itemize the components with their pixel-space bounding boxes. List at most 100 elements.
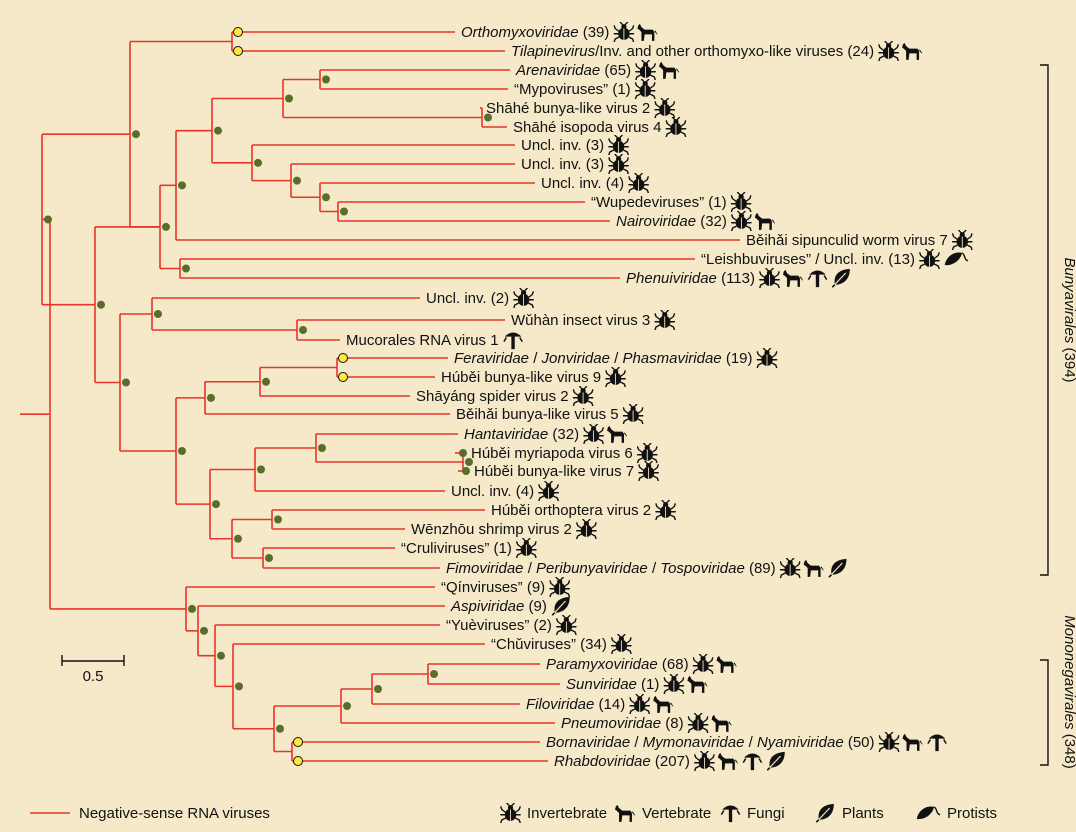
- tree-node: [285, 94, 293, 103]
- taxon-name: Mucorales RNA virus 1: [346, 332, 499, 349]
- taxon-label: Běihǎi sipunculid worm virus 7: [746, 230, 973, 250]
- bug-icon: [694, 751, 715, 771]
- tree-node: [200, 626, 208, 635]
- dog-icon: [716, 655, 737, 673]
- tree-node: [207, 393, 215, 402]
- taxon-name-part: Shāhé bunya-like virus 2: [486, 100, 650, 117]
- legend-host-label: Invertebrate: [527, 805, 607, 822]
- tip-node: [462, 467, 470, 475]
- tree-node: [182, 264, 190, 273]
- tree-node: [178, 447, 186, 455]
- tree-node: [318, 444, 326, 452]
- taxon-label: Orthomyxoviridae (39): [461, 22, 658, 42]
- taxon-name: Wǔhàn insect virus 3: [511, 312, 650, 329]
- taxon-name: Nairoviridae (32): [616, 213, 727, 230]
- tip-node: [459, 449, 467, 457]
- bug-icon: [636, 443, 658, 463]
- taxon-label: “Qínviruses” (9): [441, 577, 571, 597]
- taxon-name: “Yuèviruses” (2): [446, 617, 552, 634]
- leaf-icon: [815, 803, 835, 823]
- taxon-name: “Qínviruses” (9): [441, 579, 545, 596]
- dog-icon: [803, 559, 824, 577]
- tree-node: [254, 158, 262, 167]
- taxon-name: Filoviridae (14): [526, 696, 625, 713]
- taxon-label: Uncl. inv. (4): [451, 481, 559, 501]
- taxon-label: Húběi orthoptera virus 2: [491, 500, 676, 520]
- taxon-name-part: Sunviridae: [566, 676, 637, 693]
- taxon-name-part: /: [630, 734, 643, 751]
- taxon-name: Sunviridae (1): [566, 676, 659, 693]
- bug-icon: [756, 348, 778, 368]
- taxon-name: “Leishbuviruses” / Uncl. inv. (13): [701, 251, 915, 268]
- taxon-name-part: Uncl. inv. (3): [521, 156, 604, 173]
- taxon-name-part: Aspiviridae: [450, 598, 524, 615]
- mononegavirales-bracket: [1040, 659, 1049, 766]
- bug-icon: [687, 713, 709, 733]
- bug-icon: [665, 117, 687, 137]
- tree-node: [262, 377, 270, 386]
- mushroom-icon: [927, 733, 947, 752]
- taxon-name-part: “Mypoviruses” (1): [514, 81, 631, 98]
- taxon-name-part: (32): [696, 213, 727, 230]
- bug-icon: [549, 577, 571, 597]
- bug-icon: [951, 230, 973, 250]
- taxon-name-part: /: [610, 350, 623, 367]
- taxon-name: “Mypoviruses” (1): [514, 81, 631, 98]
- tree-nodes: [44, 27, 492, 766]
- taxon-label: “Cruliviruses” (1): [401, 538, 537, 558]
- dog-icon: [607, 425, 628, 443]
- taxon-label: Sunviridae (1): [566, 674, 708, 694]
- taxon-labels: Orthomyxoviridae (39)Tilapinevirus/Inv. …: [346, 22, 973, 771]
- tree-node: [217, 651, 225, 660]
- taxon-name-part: “Leishbuviruses” / Uncl. inv. (13): [701, 251, 915, 268]
- taxon-name-part: (8): [661, 715, 684, 732]
- tree-node: [322, 193, 330, 202]
- taxon-label: Wēnzhōu shrimp virus 2: [411, 519, 597, 539]
- dog-icon: [711, 714, 732, 732]
- tree-node: [484, 113, 492, 122]
- taxon-label: Tilapinevirus/Inv. and other orthomyxo-l…: [511, 41, 923, 61]
- taxon-name: “Wupedeviruses” (1): [591, 194, 727, 211]
- taxon-label: Rhabdoviridae (207): [554, 751, 786, 771]
- bug-icon: [608, 135, 629, 155]
- taxon-name-part: Phenuiviridae: [626, 270, 717, 287]
- mushroom-icon: [807, 269, 828, 288]
- taxon-name: Húběi orthoptera virus 2: [491, 502, 651, 519]
- taxon-name-part: Húběi myriapoda virus 6: [471, 445, 633, 462]
- taxon-name-part: Shāhé isopoda virus 4: [513, 119, 661, 136]
- bug-icon: [611, 634, 632, 654]
- taxon-name-part: Tospoviridae: [660, 560, 745, 577]
- legend-host-label: Plants: [842, 805, 884, 822]
- tree-node: [132, 130, 140, 139]
- taxon-name-part: Húběi bunya-like virus 9: [441, 369, 601, 386]
- taxon-label: Fimoviridae / Peribunyaviridae / Tospovi…: [446, 558, 848, 578]
- taxon-name-part: (39): [579, 24, 610, 41]
- tree-node: [235, 682, 243, 691]
- leaf-icon: [831, 268, 851, 288]
- legend-line-label: Negative-sense RNA viruses: [79, 805, 270, 822]
- mushroom-icon: [720, 804, 741, 823]
- highlight-node: [338, 372, 348, 382]
- bug-icon: [515, 538, 537, 558]
- taxon-label: Uncl. inv. (3): [521, 154, 629, 174]
- dog-icon: [615, 804, 636, 822]
- tree-branches: [20, 31, 740, 762]
- tree-node: [430, 670, 438, 678]
- mushroom-icon: [742, 752, 763, 771]
- taxon-label: Mucorales RNA virus 1: [346, 331, 524, 350]
- taxon-label: Húběi myriapoda virus 6: [471, 443, 658, 463]
- tree-node: [154, 310, 162, 318]
- taxon-name: Shāhé bunya-like virus 2: [486, 100, 650, 117]
- taxon-label: Shāhé bunya-like virus 2: [486, 98, 676, 118]
- tree-node: [234, 534, 242, 543]
- taxon-name-part: /Inv. and other orthomyxo-like viruses (…: [595, 43, 874, 60]
- bug-icon: [654, 98, 676, 118]
- bug-icon: [634, 79, 656, 99]
- tree-node: [257, 465, 265, 474]
- bug-icon: [500, 803, 521, 823]
- tree-node: [178, 181, 186, 190]
- taxon-name: Húběi bunya-like virus 7: [474, 463, 634, 480]
- taxon-name-part: Nairoviridae: [616, 213, 696, 230]
- highlight-node: [293, 737, 303, 747]
